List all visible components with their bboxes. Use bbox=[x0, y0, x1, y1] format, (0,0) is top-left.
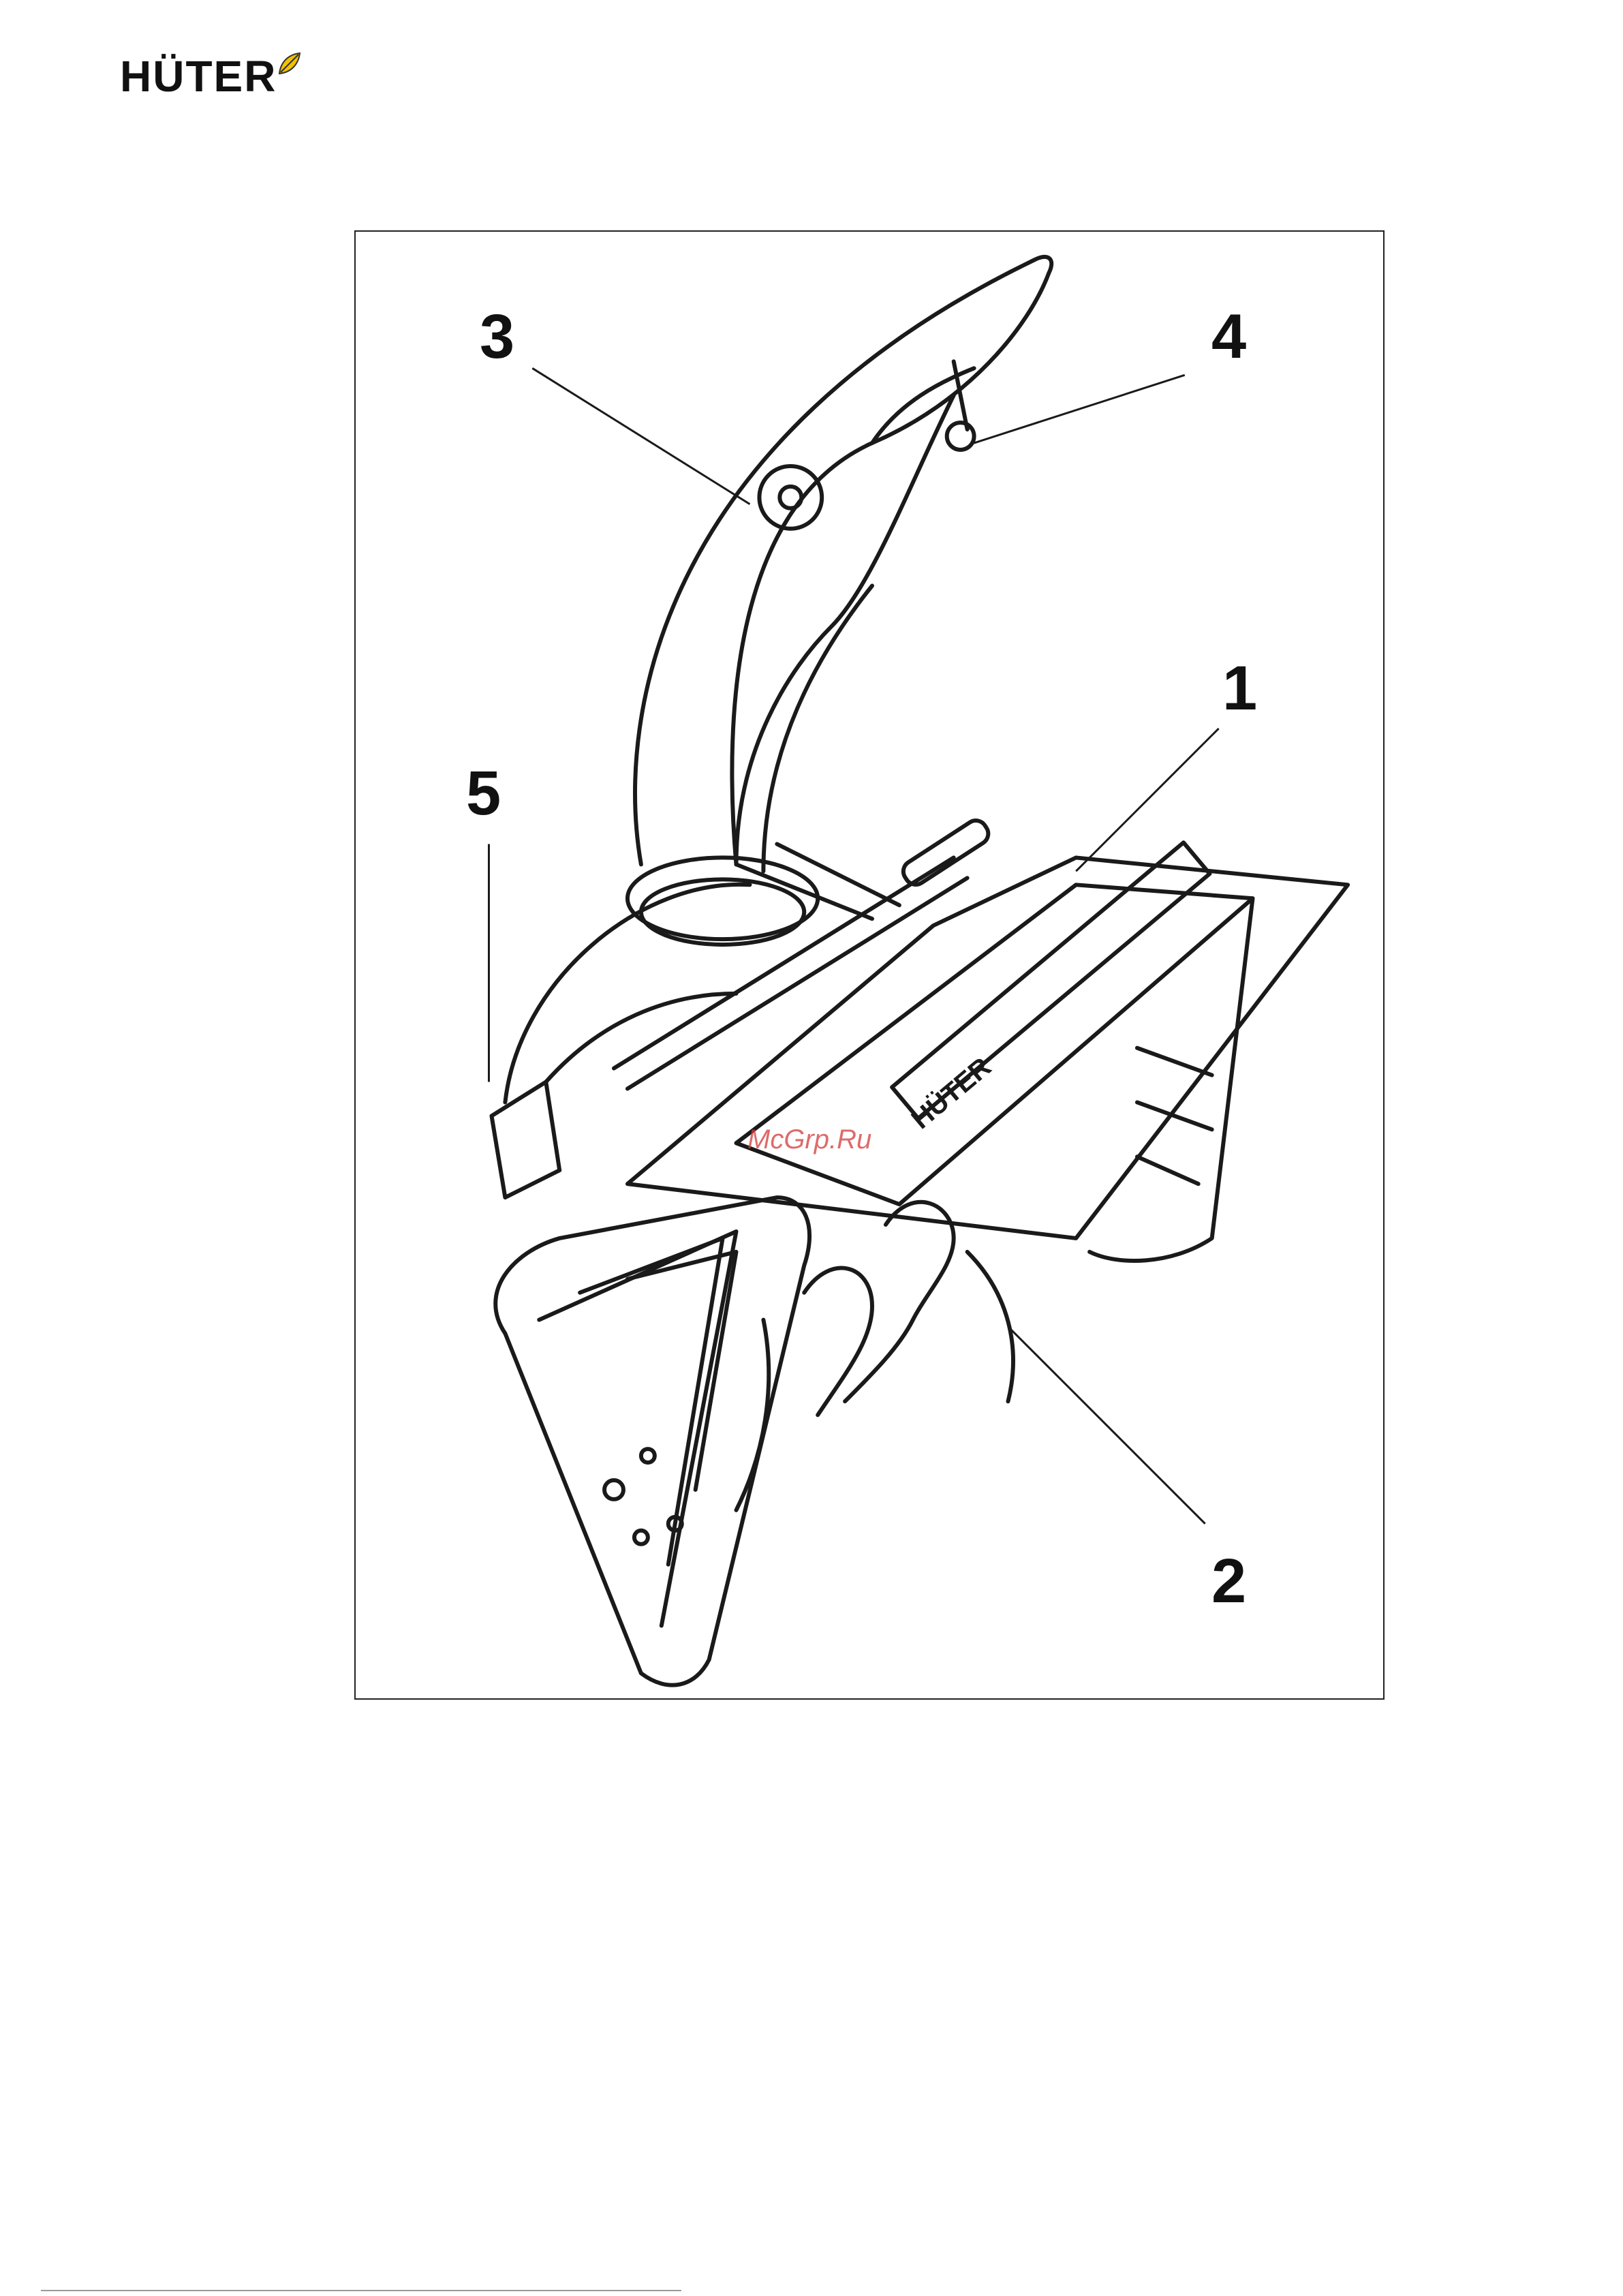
watermark-text: McGrp.Ru bbox=[747, 1124, 871, 1155]
callout-4: 4 bbox=[1211, 303, 1246, 371]
callout-2: 2 bbox=[1211, 1547, 1246, 1615]
brand-logo: HÜTER bbox=[120, 49, 297, 104]
callout-1: 1 bbox=[1222, 654, 1257, 722]
leader-line-3 bbox=[532, 368, 749, 504]
leader-line-4 bbox=[974, 375, 1185, 443]
leader-line-2 bbox=[1008, 1327, 1205, 1524]
leaf-icon bbox=[275, 50, 303, 78]
leader-line-1 bbox=[1076, 729, 1218, 871]
snow-blower-attachment-drawing: HÜTER bbox=[356, 232, 1383, 1698]
footer-rule bbox=[41, 2290, 681, 2291]
figure-frame: HÜTER 1 2 3 4 5 McGrp.Ru bbox=[354, 230, 1385, 1700]
callout-3: 3 bbox=[480, 303, 514, 371]
callout-5: 5 bbox=[466, 759, 501, 827]
brand-logo-text: HÜTER bbox=[120, 49, 277, 104]
